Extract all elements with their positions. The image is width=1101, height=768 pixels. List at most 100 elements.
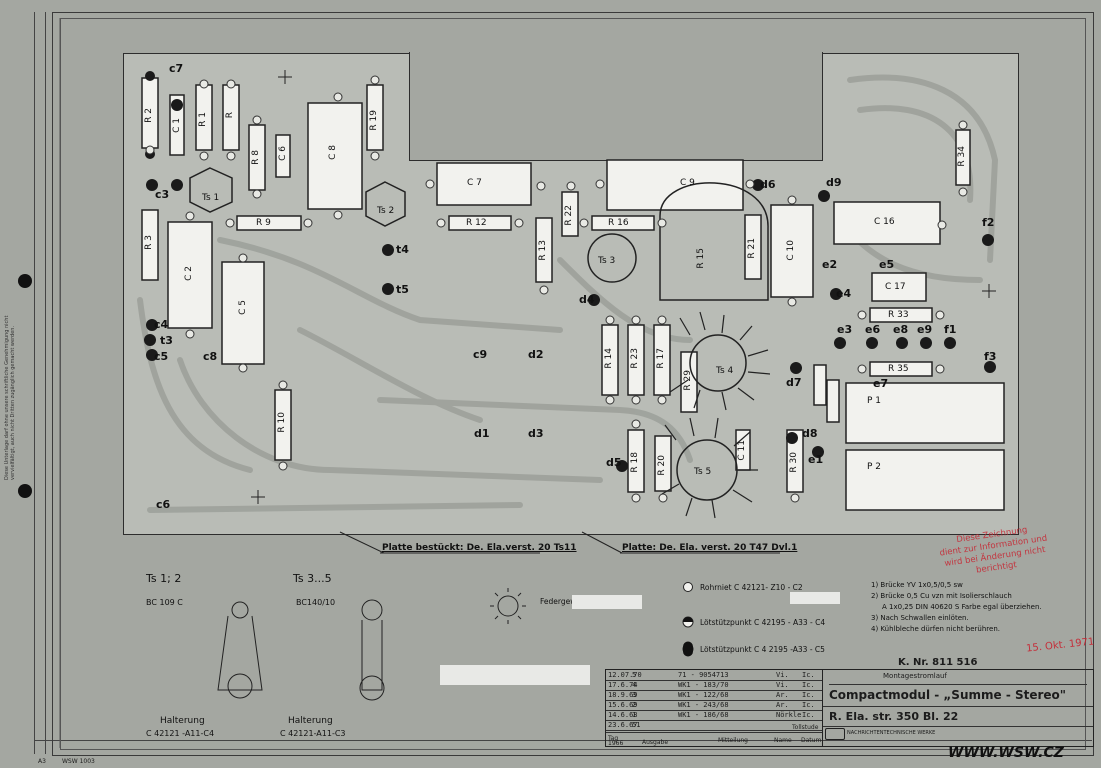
ts12-type: BC 109 C	[146, 598, 183, 607]
revision-cell-ref: 71 - 9054713	[678, 671, 729, 679]
label-r21: R 21	[747, 238, 757, 259]
left-ruler	[34, 12, 46, 754]
website-watermark: WWW.WSW.CZ	[948, 745, 1064, 761]
revision-cell-date: 12.07.70	[608, 671, 642, 679]
ts35-title: Ts 3...5	[293, 572, 332, 585]
label-c3: c3	[155, 188, 170, 201]
label-c5-cap: C 5	[238, 300, 248, 315]
transistor-drawings	[217, 599, 385, 701]
label-e9: e9	[917, 323, 933, 336]
label-r8: R 8	[251, 150, 261, 165]
label-p1: P 1	[867, 396, 882, 406]
label-c9: c9	[473, 348, 488, 361]
label-r29: R 29	[683, 370, 693, 391]
label-c11: C 11	[737, 440, 747, 461]
label-c17: C 17	[885, 282, 906, 292]
punch-hole-bottom	[18, 484, 32, 498]
label-c6-cap: C 6	[278, 146, 288, 161]
revision-cell-ref: WK1 - 183/70	[678, 681, 729, 689]
label-r13: R 13	[538, 240, 548, 261]
revision-cell-ref: WK1 - 243/68	[678, 701, 729, 709]
label-c2: C 2	[184, 266, 194, 281]
label-d1: d1	[474, 427, 490, 440]
revision-cell-name: Ar.	[776, 701, 789, 709]
pcb-cutout	[409, 52, 823, 161]
label-p2: P 2	[867, 462, 882, 472]
label-f2: f2	[982, 216, 995, 229]
punch-hole-top	[18, 274, 32, 288]
label-e1: e1	[808, 453, 824, 466]
label-e5: e5	[879, 258, 895, 271]
col-year: 1966	[608, 740, 624, 747]
size-code: A3	[38, 758, 46, 765]
label-r20: R 20	[657, 455, 667, 476]
label-ts5: Ts 5	[694, 467, 712, 477]
label-e4: e4	[836, 287, 852, 300]
label-f1: f1	[944, 323, 957, 336]
revision-cell-idx: 51	[632, 721, 641, 729]
tolstude: Tollstude	[792, 724, 819, 731]
erased-area	[790, 592, 840, 604]
label-ts1: Ts 1	[202, 193, 220, 203]
label-t4: t4	[396, 243, 409, 256]
company-logo	[825, 728, 845, 740]
revision-cell-d: Ic.	[802, 681, 815, 689]
revision-cell-name: Vi.	[776, 671, 789, 679]
note-2: 2) Brücke 0,5 Cu vzn mit Isolierschlauch	[871, 592, 1012, 600]
revision-cell-name: Vi.	[776, 681, 789, 689]
col-datum: Datum	[801, 737, 822, 744]
label-ts2: Ts 2	[377, 206, 395, 216]
label-r19: R 19	[369, 110, 379, 131]
revision-cell-name: Ar.	[776, 691, 789, 699]
col-ausgabe: Ausgabe	[642, 739, 669, 746]
label-c7: c7	[169, 62, 184, 75]
label-c4: c4	[154, 318, 169, 331]
montage-label: Montagestromlauf	[883, 672, 947, 680]
ts12-title: Ts 1; 2	[146, 572, 182, 585]
label-e3: e3	[837, 323, 853, 336]
label-r34: R 34	[957, 146, 967, 167]
revision-cell-ref: WK1 - 122/68	[678, 691, 729, 699]
label-r22: R 22	[564, 205, 574, 226]
product-name: Compactmodul - „Summe - Stereo"	[829, 688, 1067, 702]
title-block: Montagestromlauf Compactmodul - „Summe -…	[822, 669, 1094, 747]
label-r23: R 23	[630, 348, 640, 369]
col-tag: Tag	[608, 735, 619, 742]
outer-frame	[52, 12, 1094, 756]
legend-rohrniet: Rohrniet C 42121- Z10 - C2	[700, 583, 803, 592]
catalog-number: K. Nr. 811 516	[898, 657, 978, 668]
label-r12: R 12	[466, 218, 487, 228]
sheet-code: WSW 1003	[62, 758, 95, 765]
label-r17: R 17	[656, 348, 666, 369]
revision-cell-date: 15.6.69	[608, 701, 638, 709]
revision-footer: Tag 1966 Ausgabe Mitteilung Name Datum	[606, 732, 822, 747]
label-ts4: Ts 4	[716, 366, 734, 376]
label-r33: R 33	[888, 310, 909, 320]
label-r14: R 14	[604, 348, 614, 369]
label-c16: C 16	[874, 217, 895, 227]
label-c8: c8	[203, 350, 218, 363]
label-r15: R 15	[696, 248, 706, 269]
erased-area	[572, 595, 642, 609]
ts35-holder-label: Halterung	[288, 716, 333, 726]
label-d5: d5	[606, 456, 622, 469]
label-d4: d4	[579, 293, 595, 306]
board-plate-label: Platte: De. Ela. verst. 20 T47 Dvl.1	[622, 543, 798, 553]
label-d7: d7	[786, 376, 802, 389]
revision-cell-name: Nörkle	[776, 711, 802, 719]
revision-cell-d: Ic.	[802, 701, 815, 709]
label-c10: C 10	[786, 240, 796, 261]
ts12-holder-label: Halterung	[160, 716, 205, 726]
ts35-type: BC140/10	[296, 598, 336, 607]
note-4: 4) Kühlbleche dürfen nicht berühren.	[871, 625, 1001, 633]
revision-cell-idx: 3	[632, 691, 637, 699]
label-r16: R 16	[608, 218, 629, 228]
revision-cell-ref: WK1 - 186/68	[678, 711, 729, 719]
note-2b: A 1x0,25 DIN 40620 S Farbe egal überzieh…	[882, 603, 1042, 611]
label-t3: t3	[160, 334, 173, 347]
revision-cell-d: Ic.	[802, 671, 815, 679]
